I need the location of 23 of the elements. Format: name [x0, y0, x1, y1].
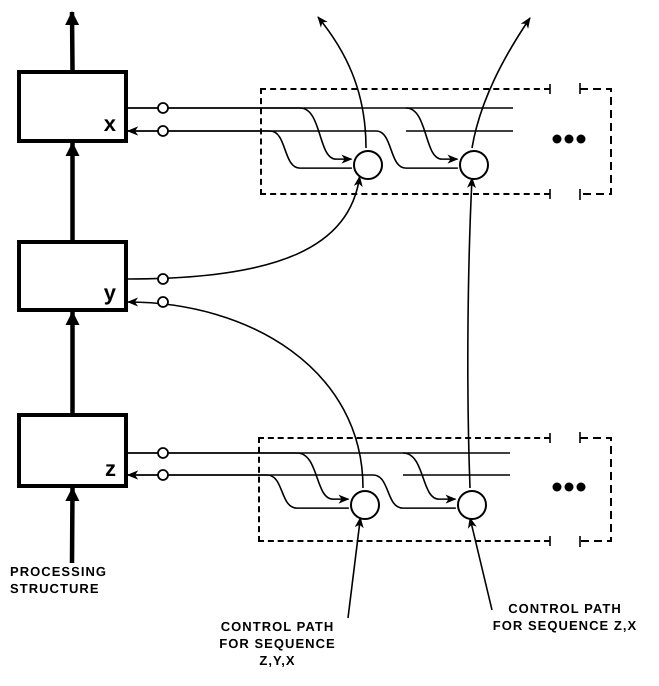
thick-arrow	[66, 311, 80, 413]
thick-arrow	[65, 487, 80, 564]
dashed-box	[258, 437, 550, 542]
process-box	[17, 70, 128, 143]
arrow	[471, 17, 531, 148]
caption-text: PROCESSING STRUCTURE	[10, 563, 108, 597]
arrow	[128, 107, 458, 164]
caption-text: CONTROL PATH FOR SEQUENCE Z,Y,X	[218, 618, 337, 669]
arrow	[128, 176, 362, 280]
box-label: y	[104, 282, 116, 307]
arrow	[127, 298, 364, 488]
process-box	[17, 240, 128, 312]
box-label: z	[105, 458, 116, 483]
caption-text: CONTROL PATH FOR SEQUENCE Z,X	[492, 600, 638, 634]
arrow	[127, 126, 458, 169]
arrow	[128, 452, 456, 504]
arrow	[317, 16, 367, 148]
arrow	[127, 470, 456, 509]
thick-arrow	[66, 142, 80, 240]
thick-arrow	[65, 11, 80, 70]
dashed-box	[260, 88, 550, 195]
box-label: x	[104, 113, 116, 138]
process-box	[17, 413, 128, 488]
